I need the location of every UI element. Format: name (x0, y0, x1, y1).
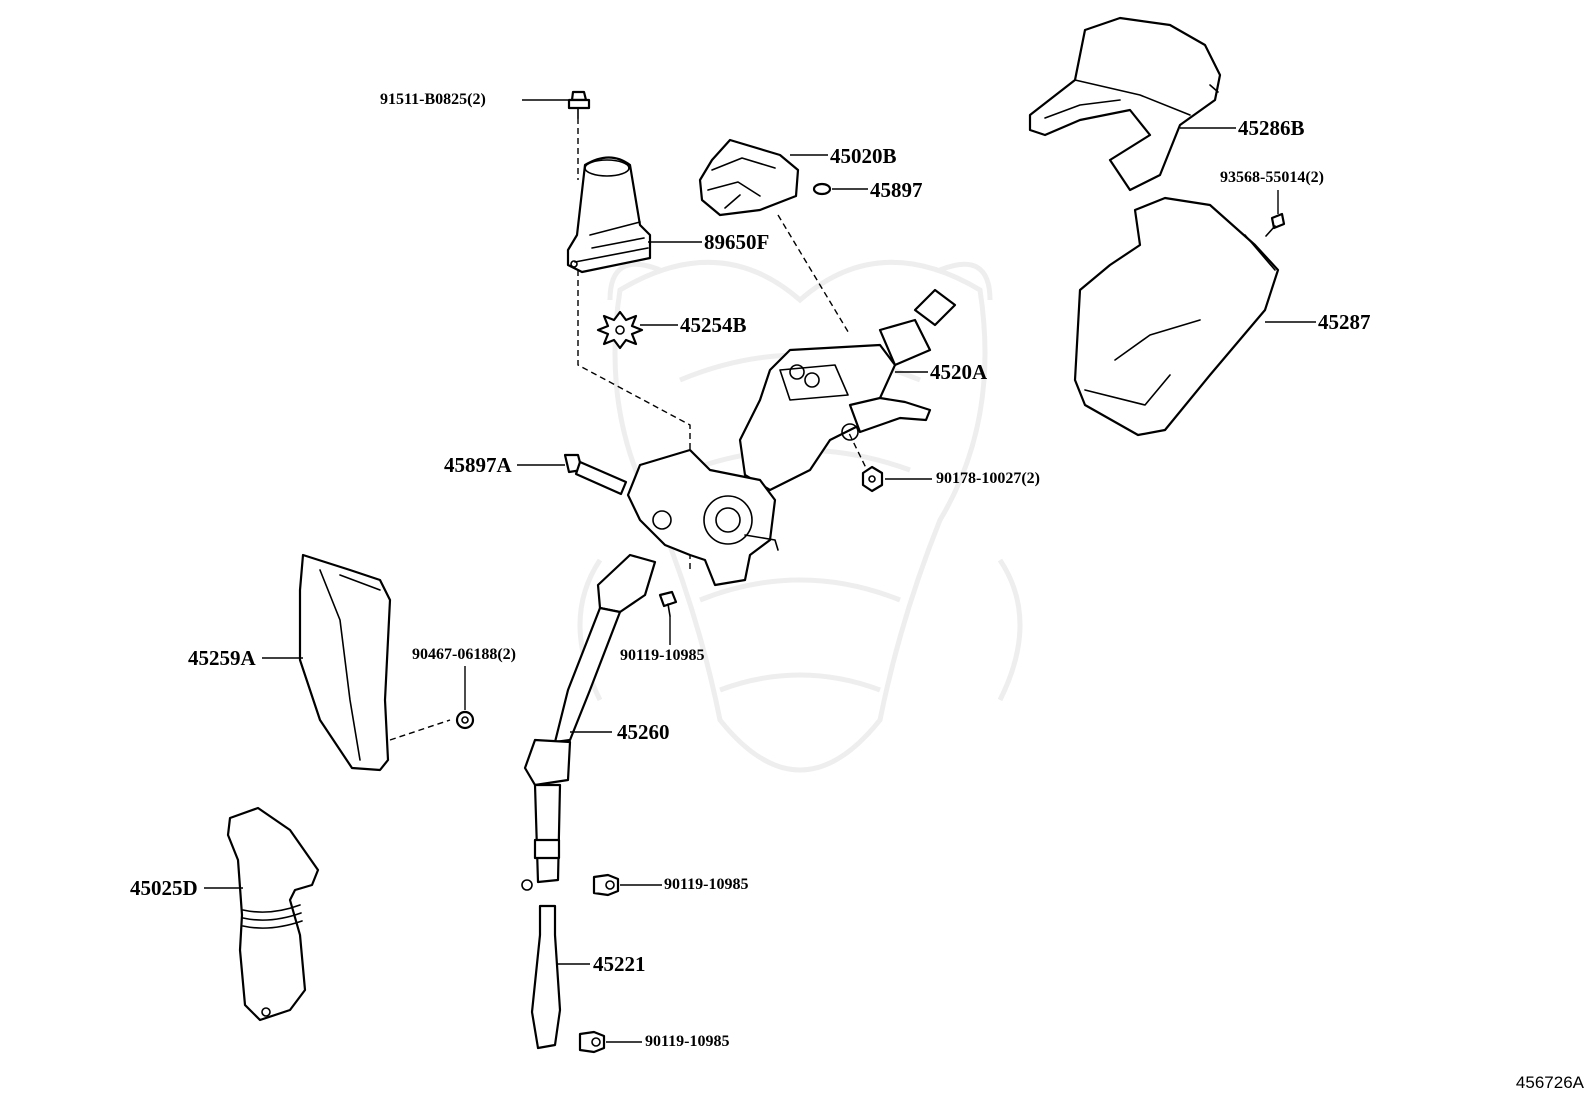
label-45897[interactable]: 45897 (870, 178, 923, 202)
screw-93568[interactable] (1265, 212, 1286, 237)
label-89650f[interactable]: 89650F (704, 230, 770, 254)
assembly-line-nut (844, 424, 868, 471)
boot-45025d[interactable] (226, 806, 320, 1022)
label-45025d[interactable]: 45025D (130, 876, 198, 900)
bolt-90119-upper[interactable] (658, 590, 678, 617)
cover-45259a[interactable] (298, 553, 392, 772)
cover-upper-45286b[interactable] (1028, 16, 1222, 192)
label-45260[interactable]: 45260 (617, 720, 670, 744)
diagram-id: 456726A (1515, 1073, 1584, 1092)
shaft-45221[interactable] (530, 904, 562, 1050)
label-93568-55014[interactable]: 93568-55014(2) (1220, 169, 1324, 186)
label-45254b[interactable]: 45254B (680, 313, 747, 337)
bolt-90119-middle[interactable] (592, 873, 620, 897)
intermediate-shaft-45260[interactable] (521, 553, 657, 891)
motor-89650f[interactable] (566, 156, 652, 274)
cover-lower-45287[interactable] (1073, 196, 1280, 437)
label-45286b[interactable]: 45286B (1238, 116, 1305, 140)
bolt-45897a[interactable] (563, 453, 628, 496)
assembly-line-switch-to-column (777, 214, 851, 336)
bolt-91511[interactable] (567, 90, 591, 119)
label-45020b[interactable]: 45020B (830, 144, 897, 168)
steering-column-4520a[interactable] (626, 288, 957, 587)
spacer-45254b[interactable] (596, 310, 644, 350)
nut-90178[interactable] (861, 465, 884, 493)
label-45259a[interactable]: 45259A (188, 646, 256, 670)
switch-45020b[interactable] (698, 138, 800, 217)
label-90119-10985-middle[interactable]: 90119-10985 (664, 876, 749, 893)
label-45287[interactable]: 45287 (1318, 310, 1371, 334)
label-91511-b0825[interactable]: 91511-B0825(2) (380, 91, 486, 108)
assembly-line-clip (389, 719, 451, 741)
label-45221[interactable]: 45221 (593, 952, 646, 976)
grommet-45897[interactable] (812, 182, 832, 196)
clip-90467[interactable] (455, 710, 475, 730)
label-90178-10027[interactable]: 90178-10027(2) (936, 470, 1040, 487)
bolt-90119-lower[interactable] (578, 1030, 606, 1054)
label-90467-06188[interactable]: 90467-06188(2) (412, 646, 516, 663)
label-90119-10985-lower[interactable]: 90119-10985 (645, 1033, 730, 1050)
leader-lines (204, 99, 1316, 1043)
label-90119-10985-upper[interactable]: 90119-10985 (620, 647, 705, 664)
label-45897a[interactable]: 45897A (444, 453, 512, 477)
label-4520a[interactable]: 4520A (930, 360, 988, 384)
